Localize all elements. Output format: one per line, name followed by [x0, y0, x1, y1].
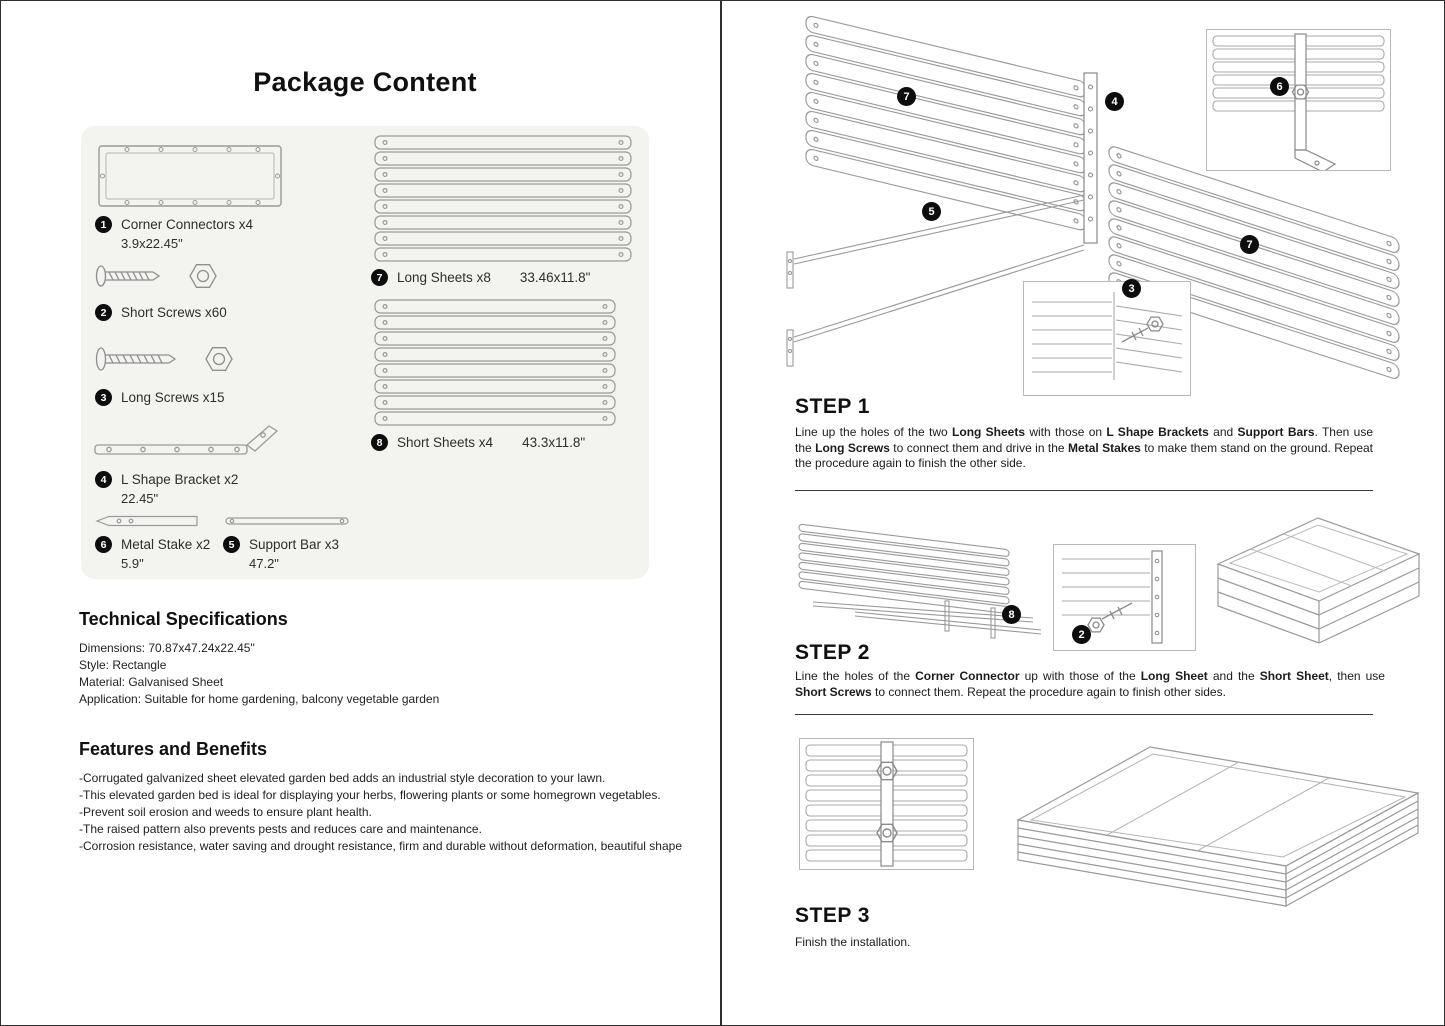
features-title: Features and Benefits [79, 739, 268, 759]
long-sheets-figure [371, 134, 639, 266]
item-dimension: 22.45" [121, 491, 159, 506]
feature-item: -Corrugated galvanized sheet elevated ga… [79, 771, 606, 785]
bracket-foot-inset [1206, 29, 1391, 171]
frame-wireframe-figure [1206, 506, 1431, 651]
item-number-badge: 8 [371, 434, 388, 451]
item-label: Long Sheets x8 [397, 270, 491, 285]
corner-connector-inset [1053, 544, 1196, 651]
item-label: Short Sheets x4 [397, 435, 494, 450]
finished-bed-figure [1010, 725, 1430, 913]
item-number-badge: 2 [95, 304, 112, 321]
feature-item: -Corrosion resistance, water saving and … [79, 839, 682, 853]
page-title: Package Content [253, 67, 477, 97]
short-sheets-figure [371, 298, 639, 430]
features-benefits-section: Features and Benefits -Corrugated galvan… [79, 739, 707, 855]
step1-diagram [778, 7, 1428, 399]
callout-badge-short-screw: 2 [1072, 625, 1091, 644]
step1-title: STEP 1 [795, 395, 870, 418]
item-label: Short Screws x60 [121, 305, 227, 320]
step2-side-assembly-figure [795, 506, 1045, 641]
item-dimension: 47.2" [249, 556, 279, 571]
step3-title: STEP 3 [795, 904, 870, 927]
item-dimension: 3.9x22.45" [121, 236, 183, 251]
callout-badge-short-sheet: 8 [1002, 605, 1021, 624]
package-item-short-sheets: 8 Short Sheets x4 43.3x11.8" [371, 434, 585, 451]
support-bar-figure [223, 513, 353, 529]
callout-badge-long-sheet-left: 7 [897, 87, 916, 106]
panel-divider [720, 1, 722, 1025]
item-number-badge: 6 [95, 536, 112, 553]
package-item-long-sheets: 7 Long Sheets x8 33.46x11.8" [371, 269, 590, 286]
package-item-short-screws: 2 Short Screws x60 [95, 304, 227, 321]
package-item-metal-stake: 6 Metal Stake x2 [95, 536, 210, 553]
item-label: Support Bar x3 [249, 537, 340, 552]
l-bracket-figure [91, 421, 281, 465]
feature-item: -The raised pattern also prevents pests … [79, 822, 482, 836]
corner-screws-inset [799, 738, 974, 870]
short-screw-figure [91, 259, 241, 293]
item-dimension: 43.3x11.8" [522, 435, 586, 450]
step2-text: Line the holes of the Corner Connector u… [795, 669, 1385, 699]
item-number-badge: 3 [95, 389, 112, 406]
metal-stake-figure [93, 513, 203, 529]
corner-connector-figure [95, 136, 295, 216]
callout-badge-metal-stake: 6 [1270, 77, 1289, 96]
technical-specifications-section: Technical Specifications Dimensions: 70.… [79, 609, 689, 708]
callout-badge-long-screw: 3 [1122, 279, 1141, 298]
callout-badge-support-bar: 5 [922, 202, 941, 221]
package-content-panel: Package Content 1 [1, 1, 720, 1025]
item-number-badge: 7 [371, 269, 388, 286]
long-screw-inset [1023, 281, 1191, 396]
item-number-badge: 4 [95, 471, 112, 488]
tech-specs-title: Technical Specifications [79, 609, 288, 629]
step3-text: Finish the installation. [795, 935, 911, 949]
package-item-support-bar: 5 Support Bar x3 [223, 536, 339, 553]
feature-item: -Prevent soil erosion and weeds to ensur… [79, 805, 372, 819]
spec-row-dimensions: Dimensions: 70.87x47.24x22.45" [79, 641, 255, 655]
item-label: Metal Stake x2 [121, 537, 211, 552]
callout-badge-l-bracket: 4 [1105, 92, 1124, 111]
spec-row-application: Application: Suitable for home gardening… [79, 692, 440, 706]
section-divider [795, 714, 1373, 715]
item-label: Long Screws x15 [121, 390, 225, 405]
package-item-l-bracket: 4 L Shape Bracket x2 [95, 471, 238, 488]
spec-row-style: Style: Rectangle [79, 658, 167, 672]
package-content-box: 1 Corner Connectors x4 3.9x22.45" 2 [81, 126, 649, 579]
step1-text: Line up the holes of the two Long Sheets… [795, 425, 1374, 470]
item-label: L Shape Bracket x2 [121, 472, 239, 487]
item-dimension: 5.9" [121, 556, 144, 571]
step2-title: STEP 2 [795, 641, 870, 664]
item-number-badge: 5 [223, 536, 240, 553]
package-item-long-screws: 3 Long Screws x15 [95, 389, 225, 406]
item-number-badge: 1 [95, 216, 112, 233]
feature-item: -This elevated garden bed is ideal for d… [79, 788, 661, 802]
item-label: Corner Connectors x4 [121, 217, 254, 232]
spec-row-material: Material: Galvanised Sheet [79, 675, 224, 689]
package-item-corner-connectors: 1 Corner Connectors x4 [95, 216, 253, 233]
long-screw-figure [91, 340, 261, 378]
callout-badge-long-sheet-right: 7 [1240, 235, 1259, 254]
item-dimension: 33.46x11.8" [519, 270, 591, 285]
assembly-steps-panel: 7 4 6 5 3 7 STEP 1 Line up the holes of … [722, 1, 1444, 1025]
section-divider [795, 490, 1373, 491]
